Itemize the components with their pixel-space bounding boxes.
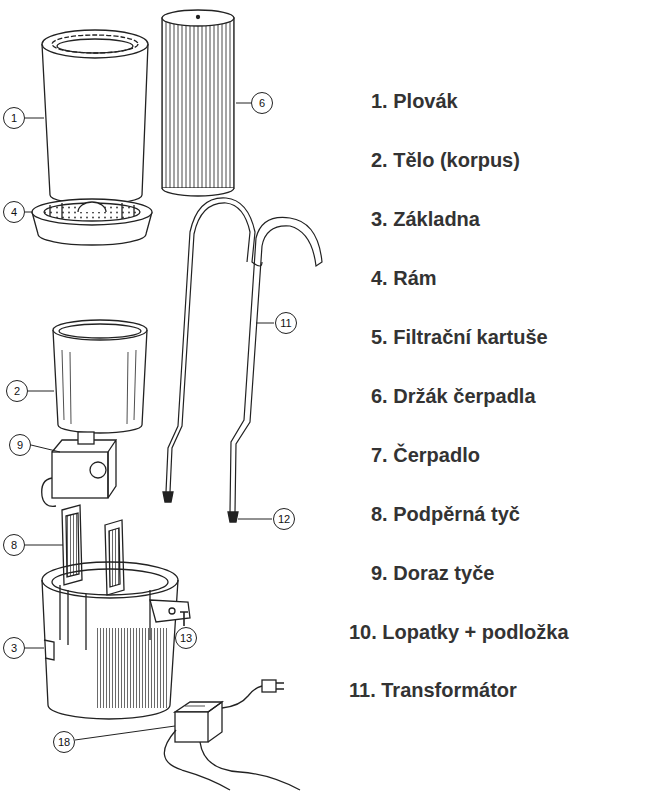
part-list-item: 2. Tělo (korpus) xyxy=(371,148,520,172)
callout-circle: 6 xyxy=(251,92,273,114)
part-list-item: 4. Rám xyxy=(371,266,437,290)
callout-number: 12 xyxy=(278,514,290,525)
callout-circle: 1 xyxy=(3,107,25,129)
callout-circle: 3 xyxy=(3,637,25,659)
leader-lines xyxy=(25,103,274,740)
part-list-item: 9. Doraz tyče xyxy=(371,561,494,585)
part-list-item: 7. Čerpadlo xyxy=(371,443,480,467)
callout-number: 11 xyxy=(280,318,291,329)
callout-number: 2 xyxy=(14,386,20,397)
part-list-item: 1. Plovák xyxy=(371,89,458,113)
callout-number: 4 xyxy=(11,207,17,218)
callout-number: 9 xyxy=(17,440,23,451)
callout-circle: 2 xyxy=(6,380,28,402)
callout-circle: 13 xyxy=(175,627,197,649)
part-list-item: 10. Lopatky + podložka xyxy=(349,620,569,644)
callout-number: 8 xyxy=(11,540,17,551)
callout-circle: 9 xyxy=(9,434,31,456)
callout-number: 18 xyxy=(58,737,70,748)
callout-number: 1 xyxy=(11,113,17,124)
callout-circle: 8 xyxy=(3,534,25,556)
part-list-item: 5. Filtrační kartuše xyxy=(371,325,548,349)
part-list-item: 3. Základna xyxy=(371,207,480,231)
callout-circle: 18 xyxy=(53,731,75,753)
callout-circle: 12 xyxy=(273,508,295,530)
callout-number: 3 xyxy=(11,643,17,654)
callout-number: 13 xyxy=(180,633,192,644)
part-list-item: 8. Podpěrná tyč xyxy=(371,502,520,526)
callout-circle: 4 xyxy=(3,201,25,223)
parts xyxy=(32,10,322,790)
part-list-item: 6. Držák čerpadla xyxy=(371,384,536,408)
callout-number: 6 xyxy=(259,98,265,109)
part-list-item: 11. Transformátor xyxy=(349,678,517,702)
callout-circle: 11 xyxy=(275,312,297,334)
